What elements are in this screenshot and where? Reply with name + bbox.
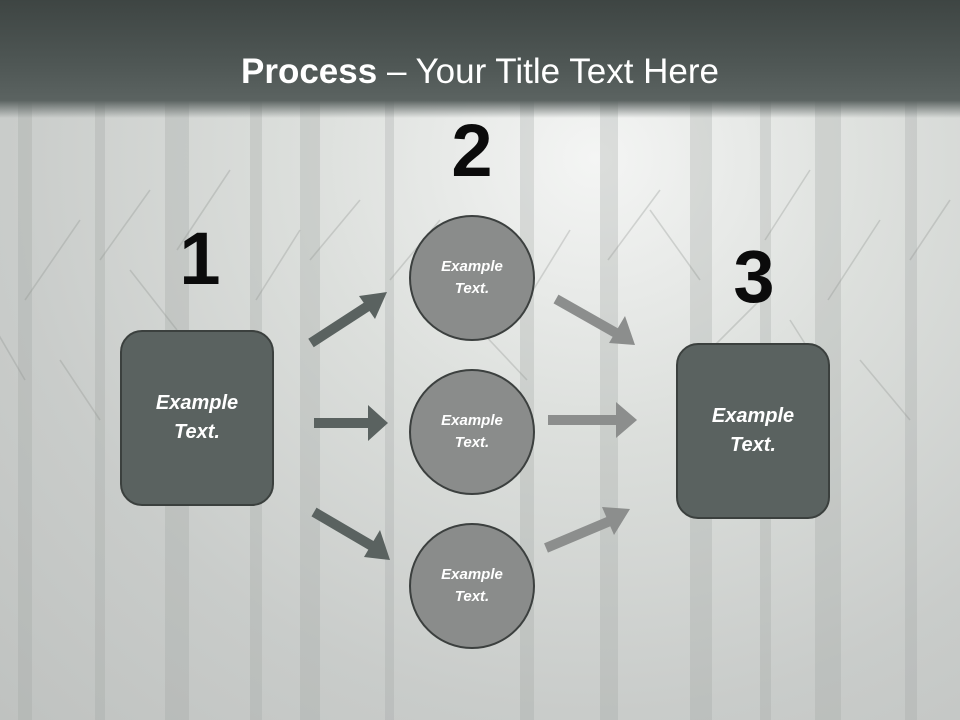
circle-bottom: Example Text. xyxy=(409,523,535,649)
title-rest: – Your Title Text Here xyxy=(377,52,719,91)
step-3-text: Example Text. xyxy=(711,405,795,456)
circle-middle-text: Example Text. xyxy=(441,411,503,452)
circle-top-text: Example Text. xyxy=(441,257,503,298)
page-title: Process – Your Title Text Here xyxy=(0,52,960,92)
circle-top: Example Text. xyxy=(409,215,535,341)
step-3-box: Example Text. xyxy=(676,343,830,519)
step-1-text: Example Text. xyxy=(155,392,239,443)
title-bar xyxy=(0,0,960,118)
step-1-number: 1 xyxy=(179,217,221,300)
circle-bottom-text: Example Text. xyxy=(441,565,503,606)
step-1-box: Example Text. xyxy=(120,330,274,506)
title-bold: Process xyxy=(241,52,378,91)
circle-middle: Example Text. xyxy=(409,369,535,495)
step-3-number: 3 xyxy=(733,235,775,318)
step-2-number: 2 xyxy=(451,109,493,192)
